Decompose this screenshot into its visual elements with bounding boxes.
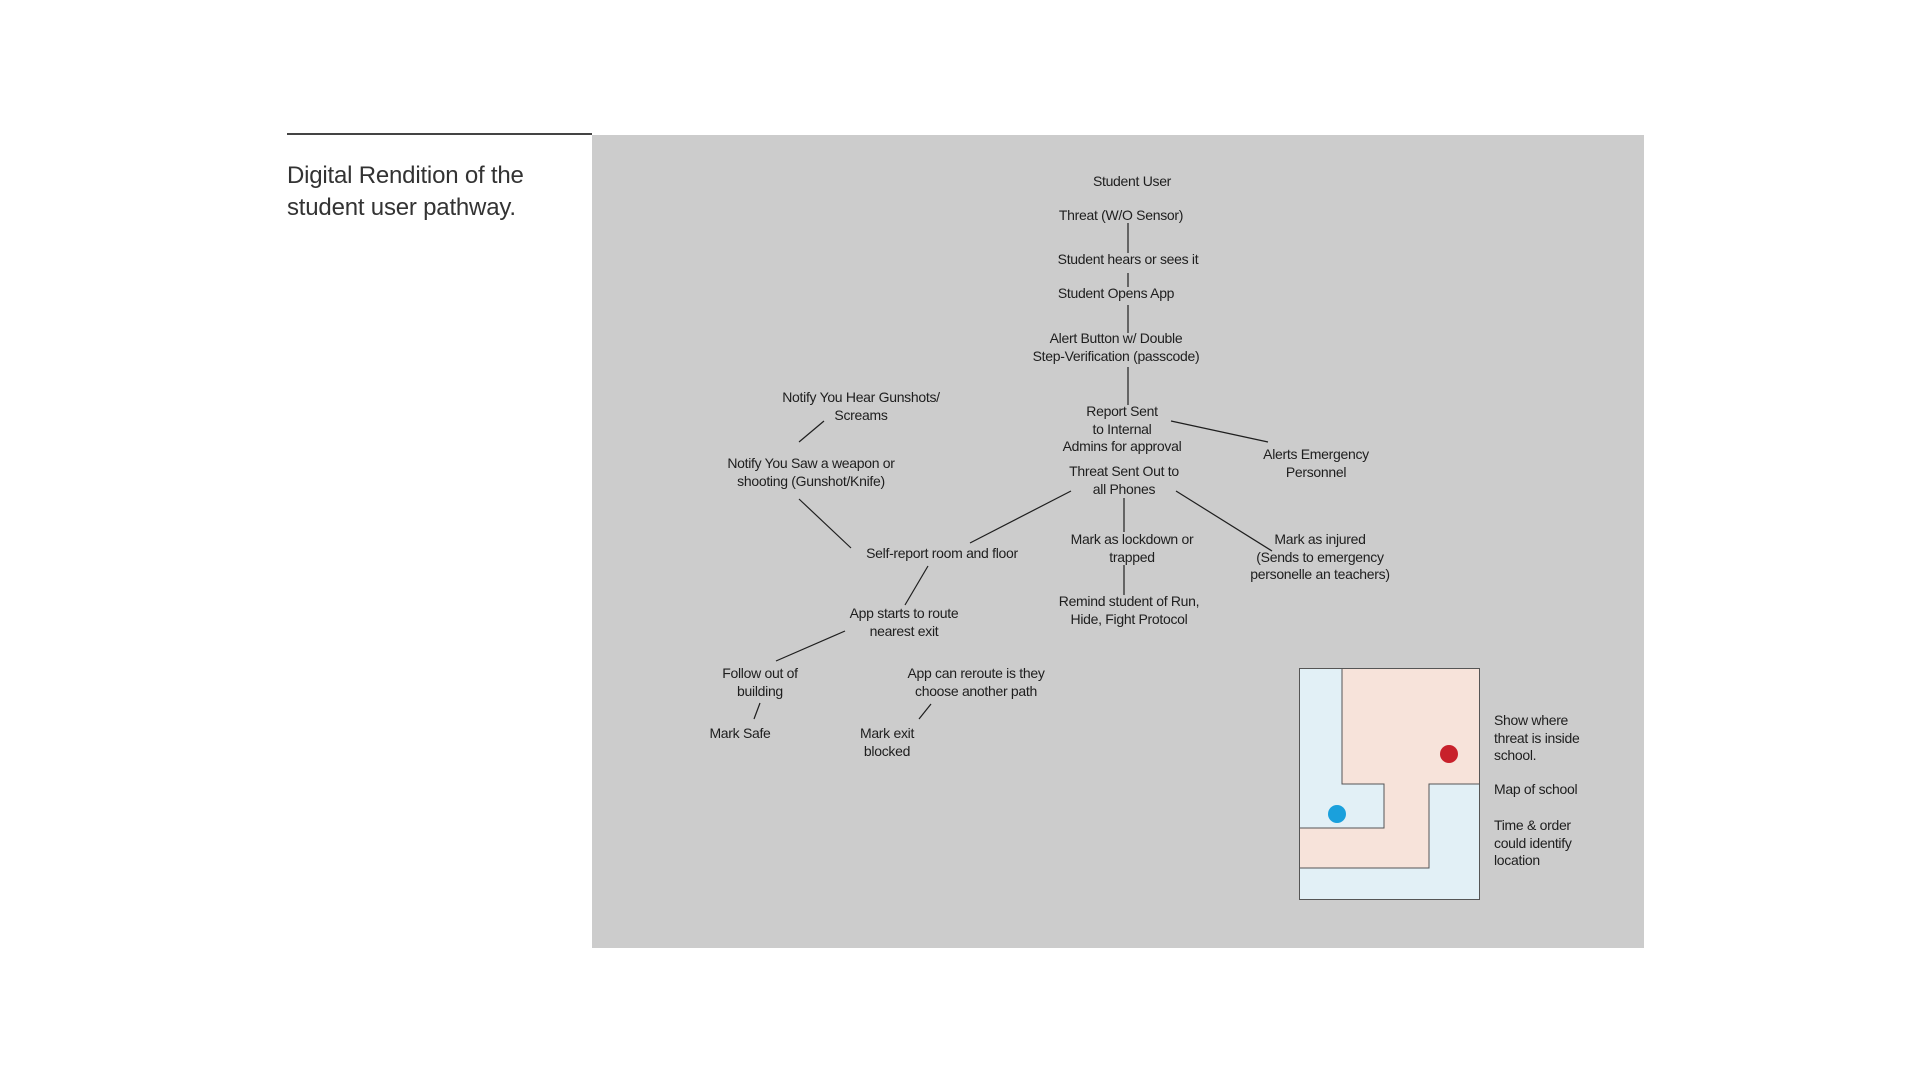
connector-threat-self-report xyxy=(969,490,1072,544)
connector-saw-self-report xyxy=(798,498,852,549)
threat-location-dot xyxy=(1440,745,1458,763)
node-follow-out: Follow out of building xyxy=(722,665,798,699)
node-alerts-emergency: Alerts Emergency Personnel xyxy=(1263,446,1369,480)
node-student-opens-app: Student Opens App xyxy=(1057,285,1175,301)
node-student-hears: Student hears or sees it xyxy=(1057,251,1199,267)
connector-threat-injured xyxy=(1175,490,1273,552)
connector-route-follow xyxy=(775,630,846,662)
node-self-report: Self-report room and floor xyxy=(866,545,1018,561)
node-notify-saw: Notify You Saw a weapon or shooting (Gun… xyxy=(727,455,895,489)
connector-lines xyxy=(753,223,1273,720)
node-student-user: Student User xyxy=(1092,173,1172,189)
node-mark-safe: Mark Safe xyxy=(709,725,771,741)
student-location-dot xyxy=(1328,805,1346,823)
diagram-panel: Student User Threat (W/O Sensor) Student… xyxy=(592,135,1644,948)
node-report-sent: Report Sent to Internal Admins for appro… xyxy=(1062,403,1182,454)
connector-hear-saw xyxy=(798,420,825,443)
node-injured: Mark as injured (Sends to emergency pers… xyxy=(1250,531,1390,582)
node-threat-sent: Threat Sent Out to all Phones xyxy=(1069,463,1179,497)
node-remind-protocol: Remind student of Run, Hide, Fight Proto… xyxy=(1058,593,1200,627)
note-threat-location: Show where threat is inside school. xyxy=(1494,712,1580,763)
caption-rule xyxy=(287,133,592,135)
connector-follow-safe xyxy=(753,702,761,720)
page-caption: Digital Rendition of the student user pa… xyxy=(287,162,524,221)
map-threat-zone xyxy=(1299,668,1480,869)
node-reroute: App can reroute is they choose another p… xyxy=(907,665,1045,699)
connector-report-emergency xyxy=(1170,420,1269,443)
node-mark-blocked: Mark exit blocked xyxy=(859,725,915,759)
node-alert-button: Alert Button w/ Double Step-Verification… xyxy=(1032,330,1200,364)
note-time-order: Time & order could identify location xyxy=(1494,817,1572,868)
node-threat: Threat (W/O Sensor) xyxy=(1058,207,1184,223)
school-map xyxy=(1299,668,1480,900)
node-notify-hear: Notify You Hear Gunshots/ Screams xyxy=(782,389,940,423)
connector-self-report-route xyxy=(904,565,929,606)
node-route-exit: App starts to route nearest exit xyxy=(849,605,959,639)
connector-reroute-blocked xyxy=(918,703,932,720)
node-lockdown: Mark as lockdown or trapped xyxy=(1070,531,1194,565)
note-map-of-school: Map of school xyxy=(1494,781,1578,797)
